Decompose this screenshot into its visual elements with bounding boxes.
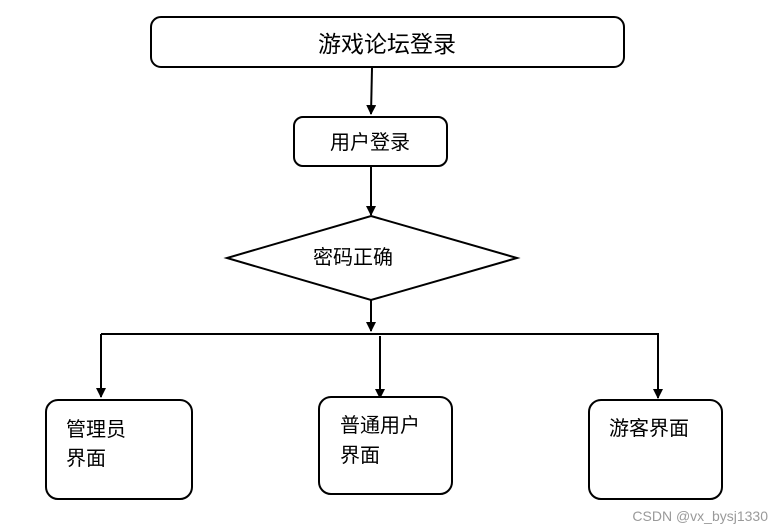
node-guest-interface	[588, 399, 723, 500]
node-normal-user-interface	[318, 396, 453, 495]
node-guest-interface-label: 游客界面	[609, 416, 689, 440]
node-admin-interface	[45, 399, 193, 500]
node-user-login	[293, 116, 448, 167]
node-password-check	[223, 214, 521, 302]
node-forum-login	[150, 16, 625, 68]
node-admin-interface-label-line1: 管理员	[66, 417, 126, 441]
edge-login-to-user-login	[366, 67, 377, 115]
watermark: CSDN @vx_bysj1330	[632, 508, 768, 524]
node-forum-login-label: 游戏论坛登录	[318, 32, 456, 58]
node-user-login-label: 用户登录	[330, 130, 410, 154]
node-password-check-label: 密码正确	[313, 245, 393, 269]
node-normal-user-interface-label-line1: 普通用户	[340, 413, 420, 437]
node-normal-user-interface-label-line2: 界面	[340, 443, 380, 467]
node-admin-interface-label-line2: 界面	[66, 446, 106, 470]
